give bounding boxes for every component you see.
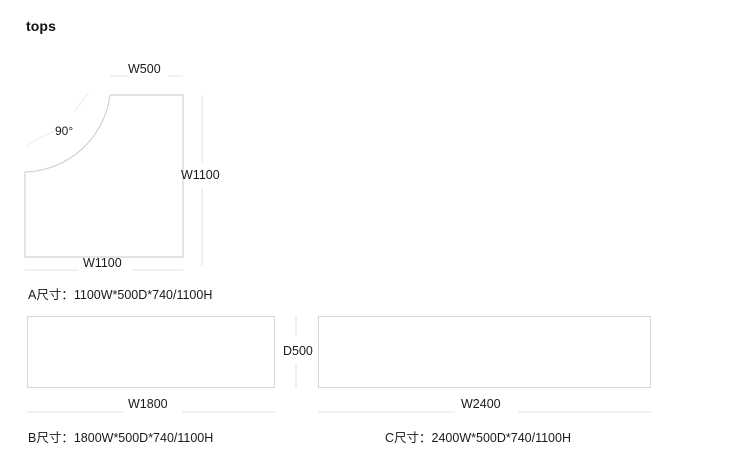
dimension-label-depth-d500: D500: [283, 344, 313, 358]
dimension-label-part-a-bottom: W1100: [83, 256, 122, 270]
angle-arc-upper: [74, 93, 89, 112]
part-c-caption: C尺寸：2400W*500D*740/1100H: [385, 431, 571, 445]
part-a-corner-shape: [24, 94, 184, 258]
dimension-label-part-a-right: W1100: [181, 168, 220, 182]
page-title: tops: [26, 18, 56, 34]
angle-arc-lower: [25, 130, 56, 148]
dimension-label-part-b-bottom: W1800: [128, 397, 168, 411]
dimension-label-part-a-top: W500: [128, 62, 161, 76]
dimension-label-part-c-bottom: W2400: [461, 397, 501, 411]
part-b-caption: B尺寸：1800W*500D*740/1100H: [28, 431, 214, 445]
dimension-label-part-a-angle: 90°: [55, 124, 74, 138]
part-c-rectangle: [318, 316, 651, 388]
part-a-caption: A尺寸：1100W*500D*740/1100H: [28, 288, 213, 302]
part-b-rectangle: [27, 316, 275, 388]
